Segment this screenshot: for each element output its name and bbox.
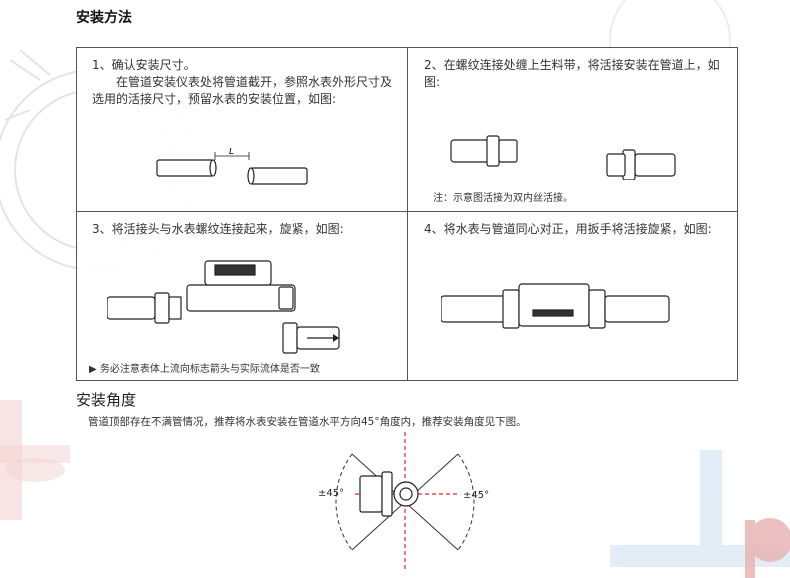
step-2-union-figure — [450, 135, 676, 180]
step-1-heading: 1、确认安装尺寸。 — [92, 58, 196, 72]
step-1: 1、确认安装尺寸。 在管道安装仪表处将管道截开，参照水表外形尺寸及选用的活接尺寸… — [92, 57, 397, 108]
angle-label-left: ±45° — [318, 488, 344, 499]
step-3-heading: 3、将活接头与水表螺纹连接起来，旋紧，如图: — [92, 222, 344, 236]
step-1-pipe-figure: L — [156, 148, 308, 185]
step-3-note: ▶ 务必注意表体上流向标志箭头与实际流体是否一致 — [89, 364, 320, 375]
angle-label-right: ±45° — [463, 490, 489, 501]
steps-grid: 1、确认安装尺寸。 在管道安装仪表处将管道截开，参照水表外形尺寸及选用的活接尺寸… — [76, 47, 738, 381]
angle-description: 管道顶部存在不满管情况，推荐将水表安装在管道水平方向45°角度内，推荐安装角度见… — [88, 416, 527, 428]
step-4-assembled-figure — [441, 283, 670, 329]
step-3: 3、将活接头与水表螺纹连接起来，旋紧，如图: — [92, 221, 397, 238]
installation-angle-figure: ±45° ±45° — [318, 432, 489, 572]
step-1-length-label: L — [229, 148, 234, 157]
step-2-note: 注：示意图活接为双内丝活接。 — [433, 193, 573, 204]
step-2: 2、在螺纹连接处缠上生料带，将活接安装在管道上，如图: — [424, 57, 724, 91]
grid-divider-horizontal — [77, 211, 737, 212]
section-title-angle: 安装角度 — [76, 391, 137, 409]
step-4-heading: 4、将水表与管道同心对正，用扳手将活接旋紧，如图: — [424, 222, 712, 236]
step-2-heading: 2、在螺纹连接处缠上生料带，将活接安装在管道上，如图: — [424, 58, 720, 89]
grid-divider-vertical — [407, 48, 408, 380]
step-1-body: 在管道安装仪表处将管道截开，参照水表外形尺寸及选用的活接尺寸，预留水表的安装位置… — [92, 75, 393, 106]
page-title: 安装方法 — [76, 10, 132, 26]
step-4: 4、将水表与管道同心对正，用扳手将活接旋紧，如图: — [424, 221, 724, 238]
step-3-meter-figure — [107, 260, 340, 354]
